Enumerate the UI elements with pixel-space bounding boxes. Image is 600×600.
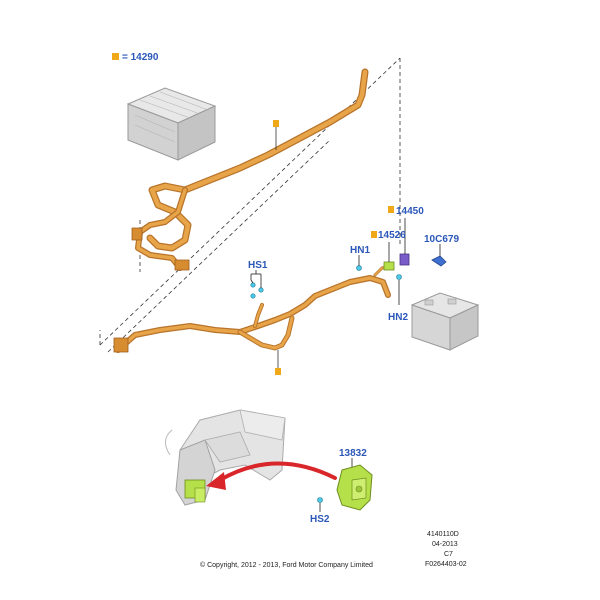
legend-marker-14450 xyxy=(388,206,394,213)
callout-hn2: HN2 xyxy=(388,312,408,323)
callout-hn1: HN1 xyxy=(350,245,370,256)
callout-13832: 13832 xyxy=(339,448,367,459)
callout-14526: 14526 xyxy=(378,230,406,241)
info-line-1: 4140110D xyxy=(427,531,459,538)
callout-hs1: HS1 xyxy=(248,260,268,271)
info-line-3: C7 xyxy=(444,551,453,558)
copyright-text: © Copyright, 2012 - 2013, Ford Motor Com… xyxy=(200,561,373,569)
callout-hs2: HS2 xyxy=(310,514,330,525)
upper-harness-marker xyxy=(273,120,279,127)
vehicle-body-section xyxy=(165,409,286,506)
lower-harness xyxy=(113,264,394,353)
component-14450 xyxy=(399,253,410,266)
info-block: 4140110D 04-2013 C7 F0264403-02 xyxy=(425,531,467,568)
battery xyxy=(410,292,480,351)
legend-marker-14290 xyxy=(112,53,119,60)
lower-harness-marker xyxy=(275,368,281,375)
component-10C679 xyxy=(431,255,447,267)
bracket-13832 xyxy=(336,464,373,511)
callout-14290: = 14290 xyxy=(122,52,159,63)
hv-module-14290 xyxy=(126,87,217,161)
callout-14450: 14450 xyxy=(396,206,424,217)
legend-marker-14526 xyxy=(371,231,377,238)
component-14526 xyxy=(383,261,395,271)
info-line-2: 04-2013 xyxy=(432,541,458,548)
fasteners xyxy=(250,265,402,503)
leader-lines xyxy=(250,218,441,512)
upper-harness xyxy=(131,68,369,271)
red-arrow xyxy=(206,461,337,490)
info-line-4: F0264403-02 xyxy=(425,561,467,568)
callout-10C679: 10C679 xyxy=(424,234,459,245)
